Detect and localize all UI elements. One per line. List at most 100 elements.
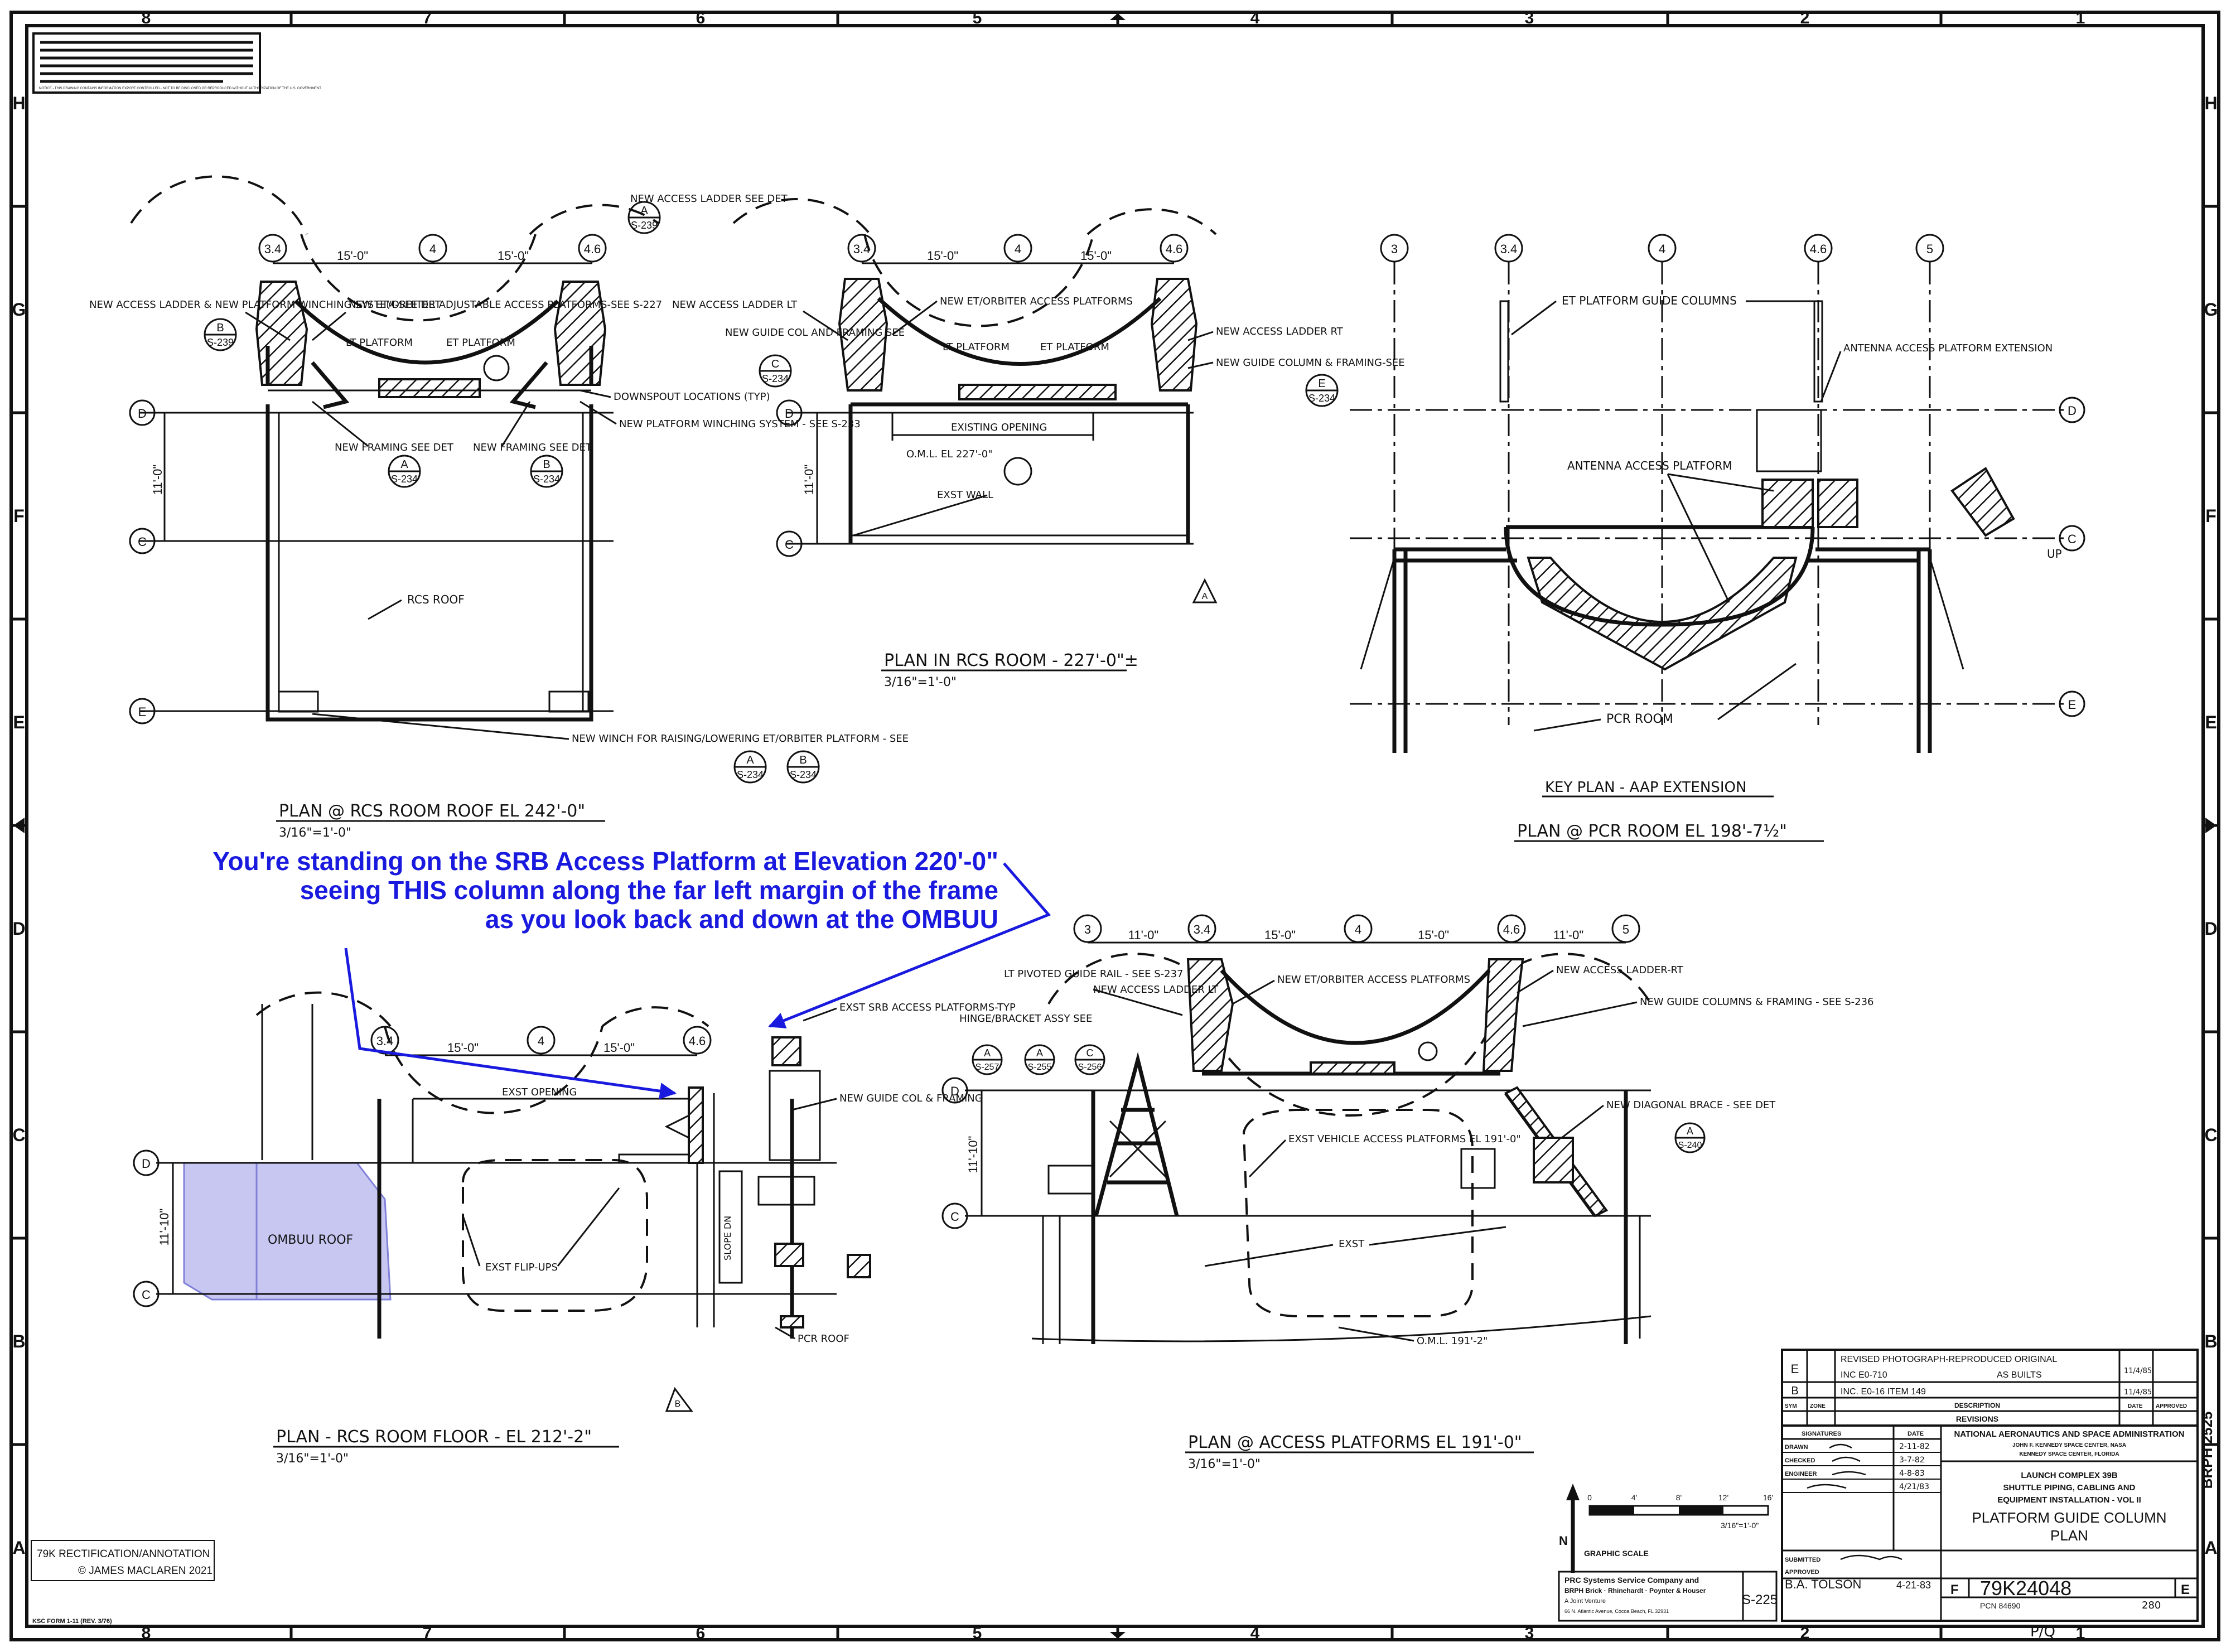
view-scale: 3/16"=1'-0" [276, 1452, 349, 1466]
firm-text: A Joint Venture [1564, 1598, 1606, 1605]
svg-text:A: A [746, 754, 754, 766]
grid-bubble: 3 [1391, 242, 1398, 256]
note: EXST [1339, 1238, 1365, 1250]
rev-desc: REVISED PHOTOGRAPH-REPRODUCED ORIGINAL [1841, 1355, 2057, 1364]
zone-number: 7 [423, 1624, 432, 1643]
grid-bubble: 3.4 [1194, 922, 1211, 936]
zone-number: 1 [2076, 9, 2085, 27]
grid-bubble: C [142, 1288, 151, 1302]
tb-project: SHUTTLE PIPING, CABLING AND [2003, 1483, 2136, 1492]
svg-text:A: A [1687, 1126, 1693, 1137]
svg-text:S-234: S-234 [762, 373, 789, 384]
scale-label: GRAPHIC SCALE [1584, 1549, 1649, 1558]
rev-title: REVISIONS [1956, 1414, 1998, 1423]
tb-agency: KENNEDY SPACE CENTER, FLORIDA [2019, 1451, 2119, 1457]
rev-header: DESCRIPTION [1954, 1402, 2000, 1409]
svg-text:A: A [640, 205, 648, 217]
view-key-plan: 3 3.4 4 4.6 5 D C E ET PLATFORM GUIDE CO… [1350, 234, 2085, 842]
tb-date: 2-11-82 [1899, 1442, 1930, 1451]
zone-letter: G [12, 300, 26, 320]
zone-number: 3 [1525, 9, 1534, 27]
note: ANTENNA ACCESS PLATFORM EXTENSION [1843, 342, 2053, 354]
zone-letter: A [12, 1538, 25, 1558]
credits: 79K RECTIFICATION/ANNOTATION © JAMES MAC… [31, 1540, 215, 1625]
zone-letter: A [2204, 1538, 2217, 1558]
tb-header: DATE [1908, 1431, 1924, 1437]
side-id: BRPH 2525 [2199, 1412, 2215, 1489]
title-block: SIGNATURES DATE DRAWN 2-11-82 CHECKED 3-… [1781, 1424, 2199, 1622]
note: NEW ACCESS LADDER RT [1216, 326, 1344, 337]
view-title: PLAN IN RCS ROOM - 227'-0"± [884, 651, 1138, 670]
ombuu-roof-highlight [183, 1162, 392, 1301]
note: NEW ET/ORBITER ADJUSTABLE ACCESS PLATFOR… [349, 299, 662, 311]
tb-approved-date: 4-21-83 [1896, 1579, 1931, 1591]
svg-text:S-234: S-234 [1308, 393, 1335, 404]
zone-letter: B [2204, 1331, 2217, 1351]
svg-text:E: E [1318, 378, 1325, 390]
view-scale: 3/16"=1'-0" [1188, 1457, 1261, 1471]
grid-bubble: 4.6 [689, 1034, 706, 1048]
zone-number: 5 [973, 1624, 982, 1643]
svg-text:A: A [400, 458, 408, 471]
dim-label: 15'-0" [603, 1041, 635, 1055]
svg-text:S-257: S-257 [976, 1062, 999, 1072]
zone-letter: C [2204, 1125, 2217, 1145]
note: NEW ACCESS LADDER-RT [1556, 964, 1684, 976]
tb-agency: NATIONAL AERONAUTICS AND SPACE ADMINISTR… [1954, 1429, 2184, 1439]
note: NEW GUIDE COL & FRAMING [839, 1093, 983, 1104]
sheet-border [9, 11, 2220, 1641]
dim-label: 11'-0" [151, 465, 165, 495]
grid-bubble: 4 [1015, 242, 1021, 256]
credit-line: © JAMES MACLAREN 2021 [78, 1565, 213, 1577]
note: EXST WALL [937, 489, 993, 501]
grid-bubble: C [138, 535, 147, 549]
grid-bubble: 4 [538, 1034, 544, 1048]
rev-mark: B [675, 1399, 681, 1409]
note: NEW WINCH FOR RAISING/LOWERING ET/ORBITE… [572, 733, 909, 745]
svg-text:C: C [771, 358, 779, 370]
tb-date: 4/21/83 [1899, 1482, 1929, 1491]
rev-header: APPROVED [2156, 1403, 2187, 1409]
zone-letter: F [13, 506, 25, 526]
svg-text:C: C [1086, 1047, 1094, 1059]
grid-bubble: D [785, 407, 794, 421]
detail-ref: C S-234 [759, 354, 792, 388]
firm-text: BRPH Brick · Rhinehardt · Poynter & Hous… [1564, 1587, 1706, 1595]
rev-sym: B [1791, 1385, 1798, 1397]
tb-agency: JOHN F. KENNEDY SPACE CENTER, NASA [2012, 1442, 2126, 1448]
tb-sheet-title: PLAN [2050, 1527, 2088, 1544]
grid-bubble: C [950, 1210, 959, 1224]
svg-text:B: B [543, 458, 550, 471]
north-arrow-label: N [1559, 1534, 1568, 1548]
ombuu-label: OMBUU ROOF [268, 1233, 353, 1247]
note: DOWNSPOUT LOCATIONS (TYP) [614, 391, 770, 403]
tb-approver: B.A. TOLSON [1785, 1577, 1861, 1591]
tb-role: CHECKED [1785, 1457, 1815, 1464]
zone-letter: H [12, 93, 25, 113]
svg-text:S-256: S-256 [1078, 1062, 1102, 1072]
note: PCR ROOM [1606, 712, 1673, 726]
zone-number: 6 [696, 1624, 706, 1643]
zone-number: 6 [696, 9, 706, 27]
detail-ref: C S-256 [1074, 1044, 1105, 1075]
grid-bubble: E [138, 705, 147, 719]
rev-mark: A [1202, 592, 1208, 601]
tb-rev: E [2181, 1582, 2190, 1597]
detail-ref: A S-255 [1024, 1044, 1055, 1075]
note: SLOPE DN [722, 1216, 733, 1260]
svg-text:S-239: S-239 [207, 337, 234, 348]
tb-size: F [1950, 1582, 1959, 1597]
grid-bubble: C [785, 538, 794, 552]
svg-text:S-234: S-234 [790, 769, 817, 780]
tb-project: LAUNCH COMPLEX 39B [2021, 1471, 2118, 1480]
rev-desc: INC E0-710 [1841, 1370, 1887, 1380]
scale-tick: 16' [1763, 1493, 1773, 1502]
view-access-platforms: 3 3.4 4 4.6 5 D C 11'-0" 15'-0" 15'-0" 1… [941, 914, 1874, 1471]
zone-numbers-bottom: 8 7 6 5 4 3 2 1 [142, 1624, 2085, 1643]
note: EXST FLIP-UPS [485, 1262, 558, 1273]
credit-line: 79K RECTIFICATION/ANNOTATION [37, 1548, 210, 1560]
rev-desc: INC. E0-16 ITEM 149 [1841, 1387, 1926, 1397]
dim-label: 15'-0" [1080, 249, 1112, 263]
note: ET PLATFORM [446, 337, 515, 349]
svg-text:S-234: S-234 [533, 474, 560, 485]
